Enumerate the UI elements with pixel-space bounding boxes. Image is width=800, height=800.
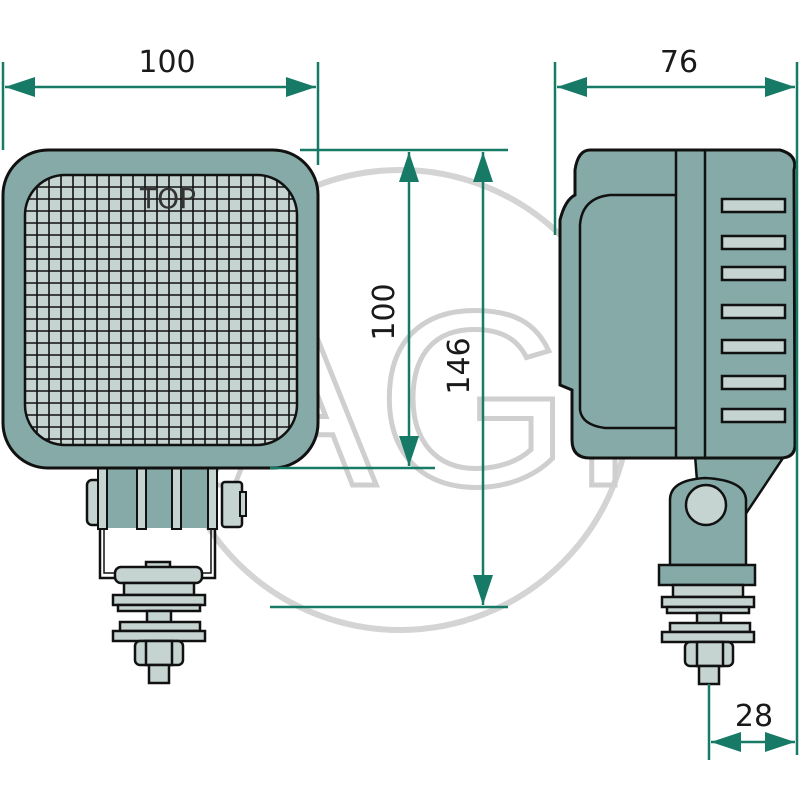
swivel-mount: [657, 453, 788, 686]
dim-width-front: 100: [138, 45, 195, 80]
front-view: TOP: [1, 148, 320, 685]
top-label: TOP: [139, 182, 196, 215]
lens: [23, 173, 299, 447]
dim-mount-offset: 28: [735, 699, 773, 734]
cooling-fins: [720, 197, 787, 424]
dimension-lines: [1, 62, 799, 760]
mount-bracket: [85, 461, 247, 580]
bolt-assembly: [111, 560, 207, 685]
side-view: [558, 148, 797, 686]
dim-lens-height: 100: [367, 283, 402, 340]
lens-grid: [25, 175, 297, 445]
dim-depth: 76: [660, 45, 698, 80]
dim-total-height: 146: [442, 337, 477, 394]
